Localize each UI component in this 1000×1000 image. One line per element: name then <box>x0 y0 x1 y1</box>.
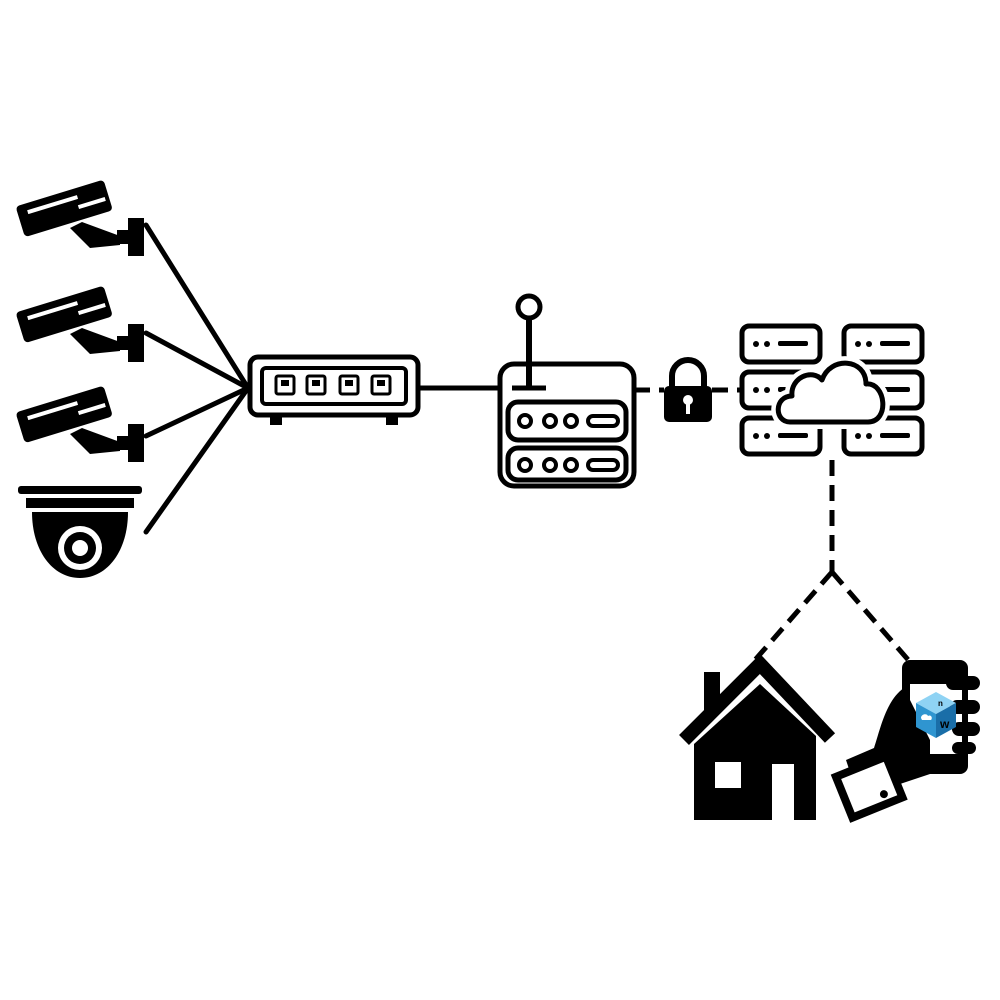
bullet-camera-icon <box>16 286 144 362</box>
house-icon <box>679 653 836 820</box>
cloud-server-icon <box>739 323 925 457</box>
bullet-camera-icon <box>16 180 144 256</box>
edge-cloud-phone <box>830 570 912 664</box>
network-switch-icon <box>247 354 421 425</box>
connection-lines <box>143 222 503 535</box>
dashed-lines <box>634 387 912 664</box>
padlock-icon <box>664 357 712 422</box>
dome-camera-icon <box>18 486 142 578</box>
app-logo-letter-w: w <box>939 717 950 731</box>
app-logo-letter-n: n <box>938 699 943 708</box>
bullet-camera-icon <box>16 386 144 462</box>
edge-dome-switch <box>143 385 251 535</box>
edge-camera-2-switch <box>143 330 251 391</box>
app-logo-icon: nw n w <box>916 692 956 738</box>
edge-camera-1-switch <box>143 222 251 391</box>
hand-smartphone-icon: nw n w <box>830 660 980 823</box>
router-icon <box>497 293 637 489</box>
edge-camera-3-switch <box>143 385 251 439</box>
edge-cloud-house <box>753 570 834 662</box>
